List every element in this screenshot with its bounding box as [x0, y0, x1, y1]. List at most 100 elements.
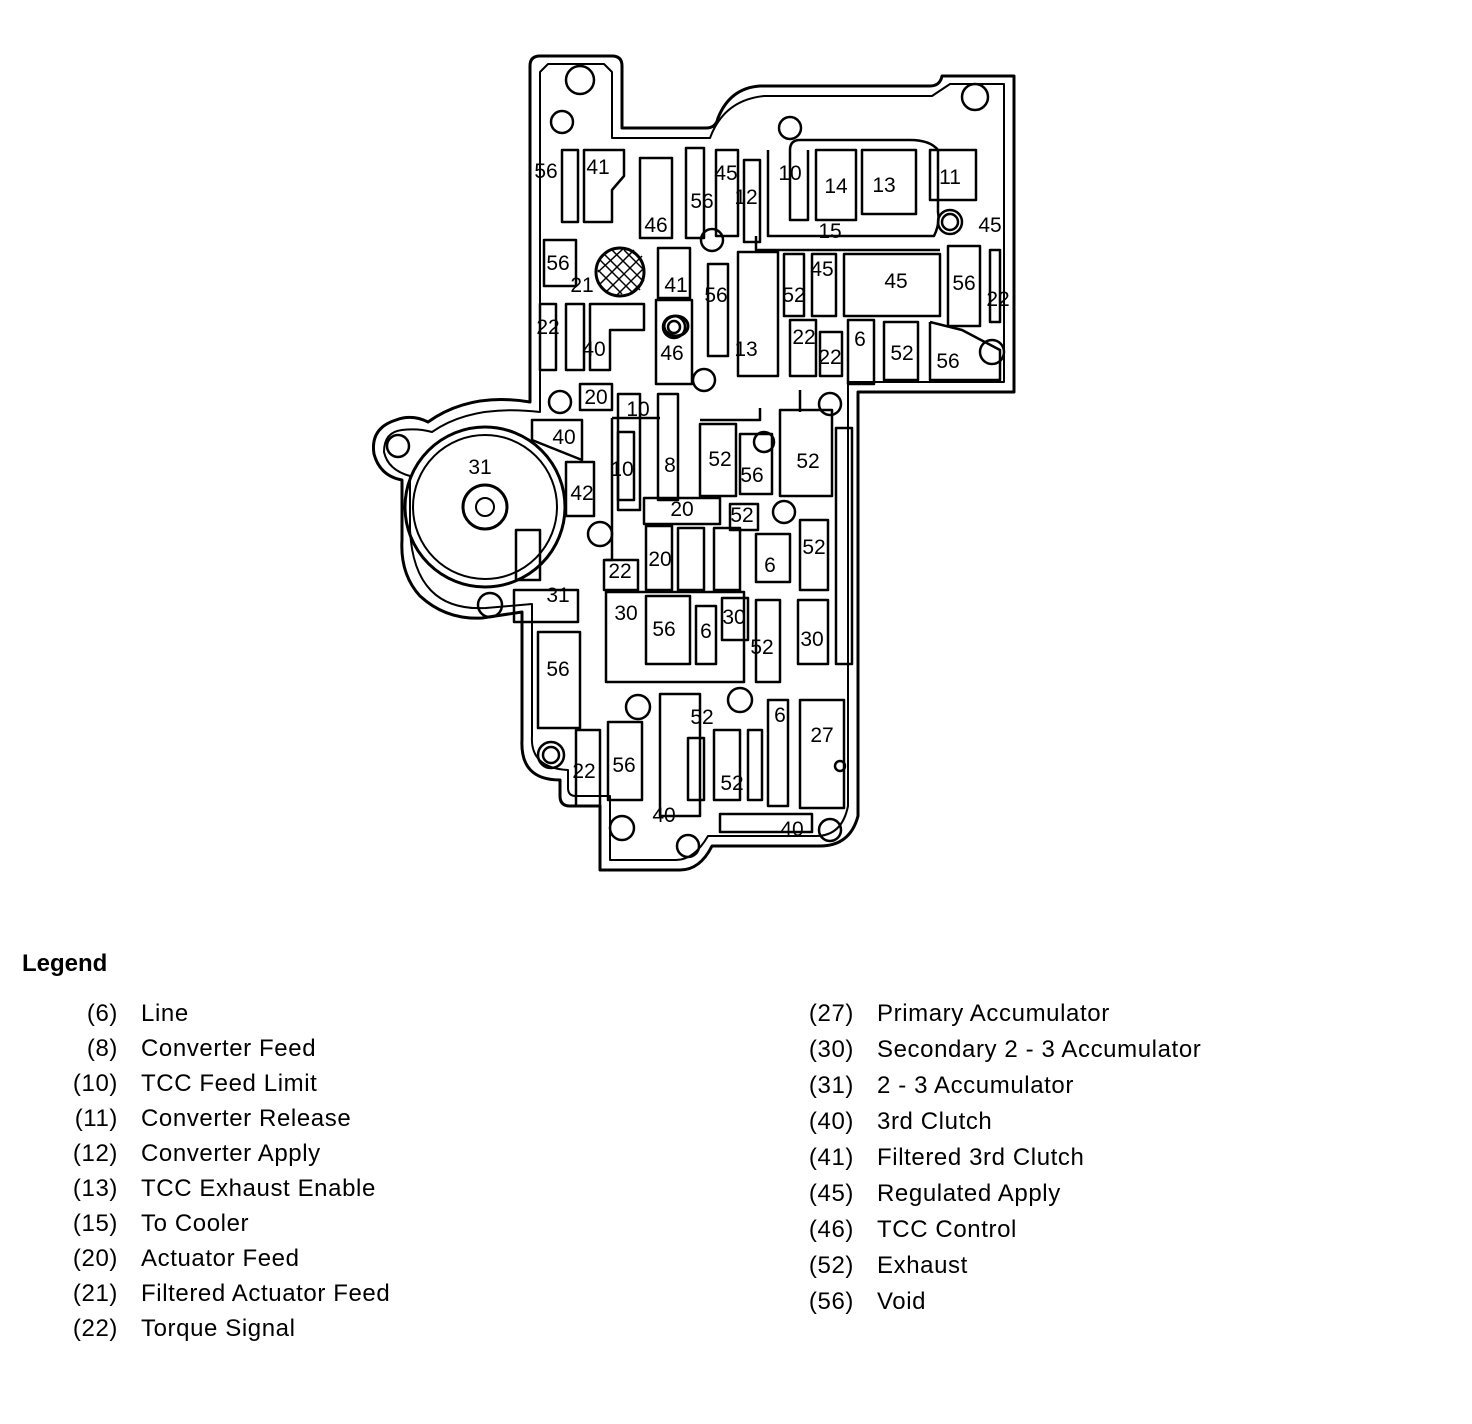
passage-label: 22	[608, 560, 631, 583]
legend-item: (13) TCC Exhaust Enable	[0, 1175, 500, 1210]
legend-code: (41)	[808, 1144, 854, 1171]
legend-description: 2 - 3 Accumulator	[877, 1072, 1074, 1099]
legend-description: Regulated Apply	[877, 1180, 1061, 1207]
passage-label: 52	[690, 706, 713, 729]
legend-code: (40)	[808, 1108, 854, 1135]
legend-item: (22) Torque Signal	[0, 1315, 500, 1350]
legend-description: 3rd Clutch	[877, 1108, 993, 1135]
passage-label: 56	[690, 190, 713, 213]
passage-label: 13	[872, 174, 895, 197]
passage-label: 40	[552, 426, 575, 449]
legend-description: Line	[141, 1000, 189, 1027]
passage-label: 52	[782, 284, 805, 307]
accumulator-bore-inner	[412, 434, 558, 580]
passage-label: 52	[708, 448, 731, 471]
passage-label: 31	[468, 456, 491, 479]
passage-label: 21	[570, 274, 593, 297]
passage-label: 12	[734, 186, 757, 209]
passage-label: 45	[810, 258, 833, 281]
passage-label: 56	[936, 350, 959, 373]
legend-item: (45)Regulated Apply	[780, 1180, 1380, 1216]
legend-item: (8)Converter Feed	[0, 1035, 500, 1070]
passage-label: 56	[704, 284, 727, 307]
passage-label: 15	[818, 220, 841, 243]
legend-description: To Cooler	[141, 1210, 250, 1237]
passage-label: 46	[644, 214, 667, 237]
plate-inner-outline	[383, 63, 1005, 861]
passage-label: 45	[714, 162, 737, 185]
passage-label: 52	[890, 342, 913, 365]
passage-label: 6	[854, 328, 866, 351]
legend-description: Torque Signal	[141, 1315, 296, 1342]
legend-item: (15)To Cooler	[0, 1210, 500, 1245]
passage-label: 45	[978, 214, 1001, 237]
legend-description: Void	[877, 1288, 927, 1315]
passage-label: 22	[572, 760, 595, 783]
legend-code: (52)	[808, 1252, 854, 1279]
passage-label: 52	[796, 450, 819, 473]
passage-label: 52	[730, 504, 753, 527]
legend-description: TCC Feed Limit	[141, 1070, 318, 1097]
passage-label: 56	[534, 160, 557, 183]
passage-label: 10	[778, 162, 801, 185]
legend-item: (52) Exhaust	[780, 1252, 1380, 1288]
legend-item: (11) Converter Release	[0, 1105, 500, 1140]
legend-item: (27)Primary Accumulator	[780, 1000, 1380, 1036]
passage-label: 22	[536, 316, 559, 339]
legend-description: Secondary 2 - 3 Accumulator	[877, 1036, 1202, 1063]
passage-label: 52	[750, 636, 773, 659]
legend-description: Converter Apply	[141, 1140, 321, 1167]
legend-item: (21)Filtered Actuator Feed	[0, 1280, 500, 1315]
passage-label: 56	[612, 754, 635, 777]
legend-description: Exhaust	[877, 1252, 968, 1279]
legend-item: (41) Filtered 3rd Clutch	[780, 1144, 1380, 1180]
legend-item: (56) Void	[780, 1288, 1380, 1324]
legend-code: (11)	[74, 1105, 118, 1132]
legend-description: Actuator Feed	[141, 1245, 300, 1272]
passage-label: 56	[952, 272, 975, 295]
passage-label: 6	[700, 620, 712, 643]
passage-label: 31	[546, 584, 569, 607]
passage-label: 40	[652, 804, 675, 827]
legend-description: Converter Release	[141, 1105, 352, 1132]
passage-label: 41	[664, 274, 687, 297]
passage-label: 56	[546, 252, 569, 275]
legend-item: (46)TCC Control	[780, 1216, 1380, 1252]
legend-description: TCC Control	[877, 1216, 1017, 1243]
passage-label: 22	[818, 346, 841, 369]
legend-code: (22)	[72, 1315, 118, 1342]
passage-label: 52	[720, 772, 743, 795]
passage-label: 10	[626, 398, 649, 421]
legend-item: (40) 3rd Clutch	[780, 1108, 1380, 1144]
passage-label: 42	[570, 482, 593, 505]
passage-label: 56	[652, 618, 675, 641]
passage-label: 45	[884, 270, 907, 293]
passage-label: 6	[774, 704, 786, 727]
legend-code: (6)	[86, 1000, 118, 1027]
passage-label: 6	[764, 554, 776, 577]
passage-label: 20	[648, 548, 671, 571]
passage-label: 20	[584, 386, 607, 409]
passage-label: 14	[824, 175, 848, 198]
passage-label: 30	[614, 602, 637, 625]
legend-description: Filtered 3rd Clutch	[877, 1144, 1085, 1171]
legend-code: (13)	[72, 1175, 118, 1202]
filter-screen	[594, 246, 646, 298]
legend-code: (12)	[72, 1140, 118, 1167]
passage-label: 27	[810, 724, 833, 747]
legend-code: (27)	[808, 1000, 854, 1027]
plate-outline	[371, 54, 1016, 872]
legend-code: (20)	[72, 1245, 118, 1272]
legend-item: (31)2 - 3 Accumulator	[780, 1072, 1380, 1108]
passage-label: 46	[660, 342, 683, 365]
legend-description: Filtered Actuator Feed	[141, 1280, 391, 1307]
legend-code: (30)	[808, 1036, 854, 1063]
legend-description: TCC Exhaust Enable	[141, 1175, 376, 1202]
passage-label: 22	[792, 326, 815, 349]
passage-label: 8	[664, 454, 676, 477]
passage-label: 56	[546, 658, 569, 681]
legend-item: (30) Secondary 2 - 3 Accumulator	[780, 1036, 1380, 1072]
accumulator-piston	[461, 483, 509, 531]
legend-code: (56)	[808, 1288, 854, 1315]
legend-code: (8)	[86, 1035, 118, 1062]
